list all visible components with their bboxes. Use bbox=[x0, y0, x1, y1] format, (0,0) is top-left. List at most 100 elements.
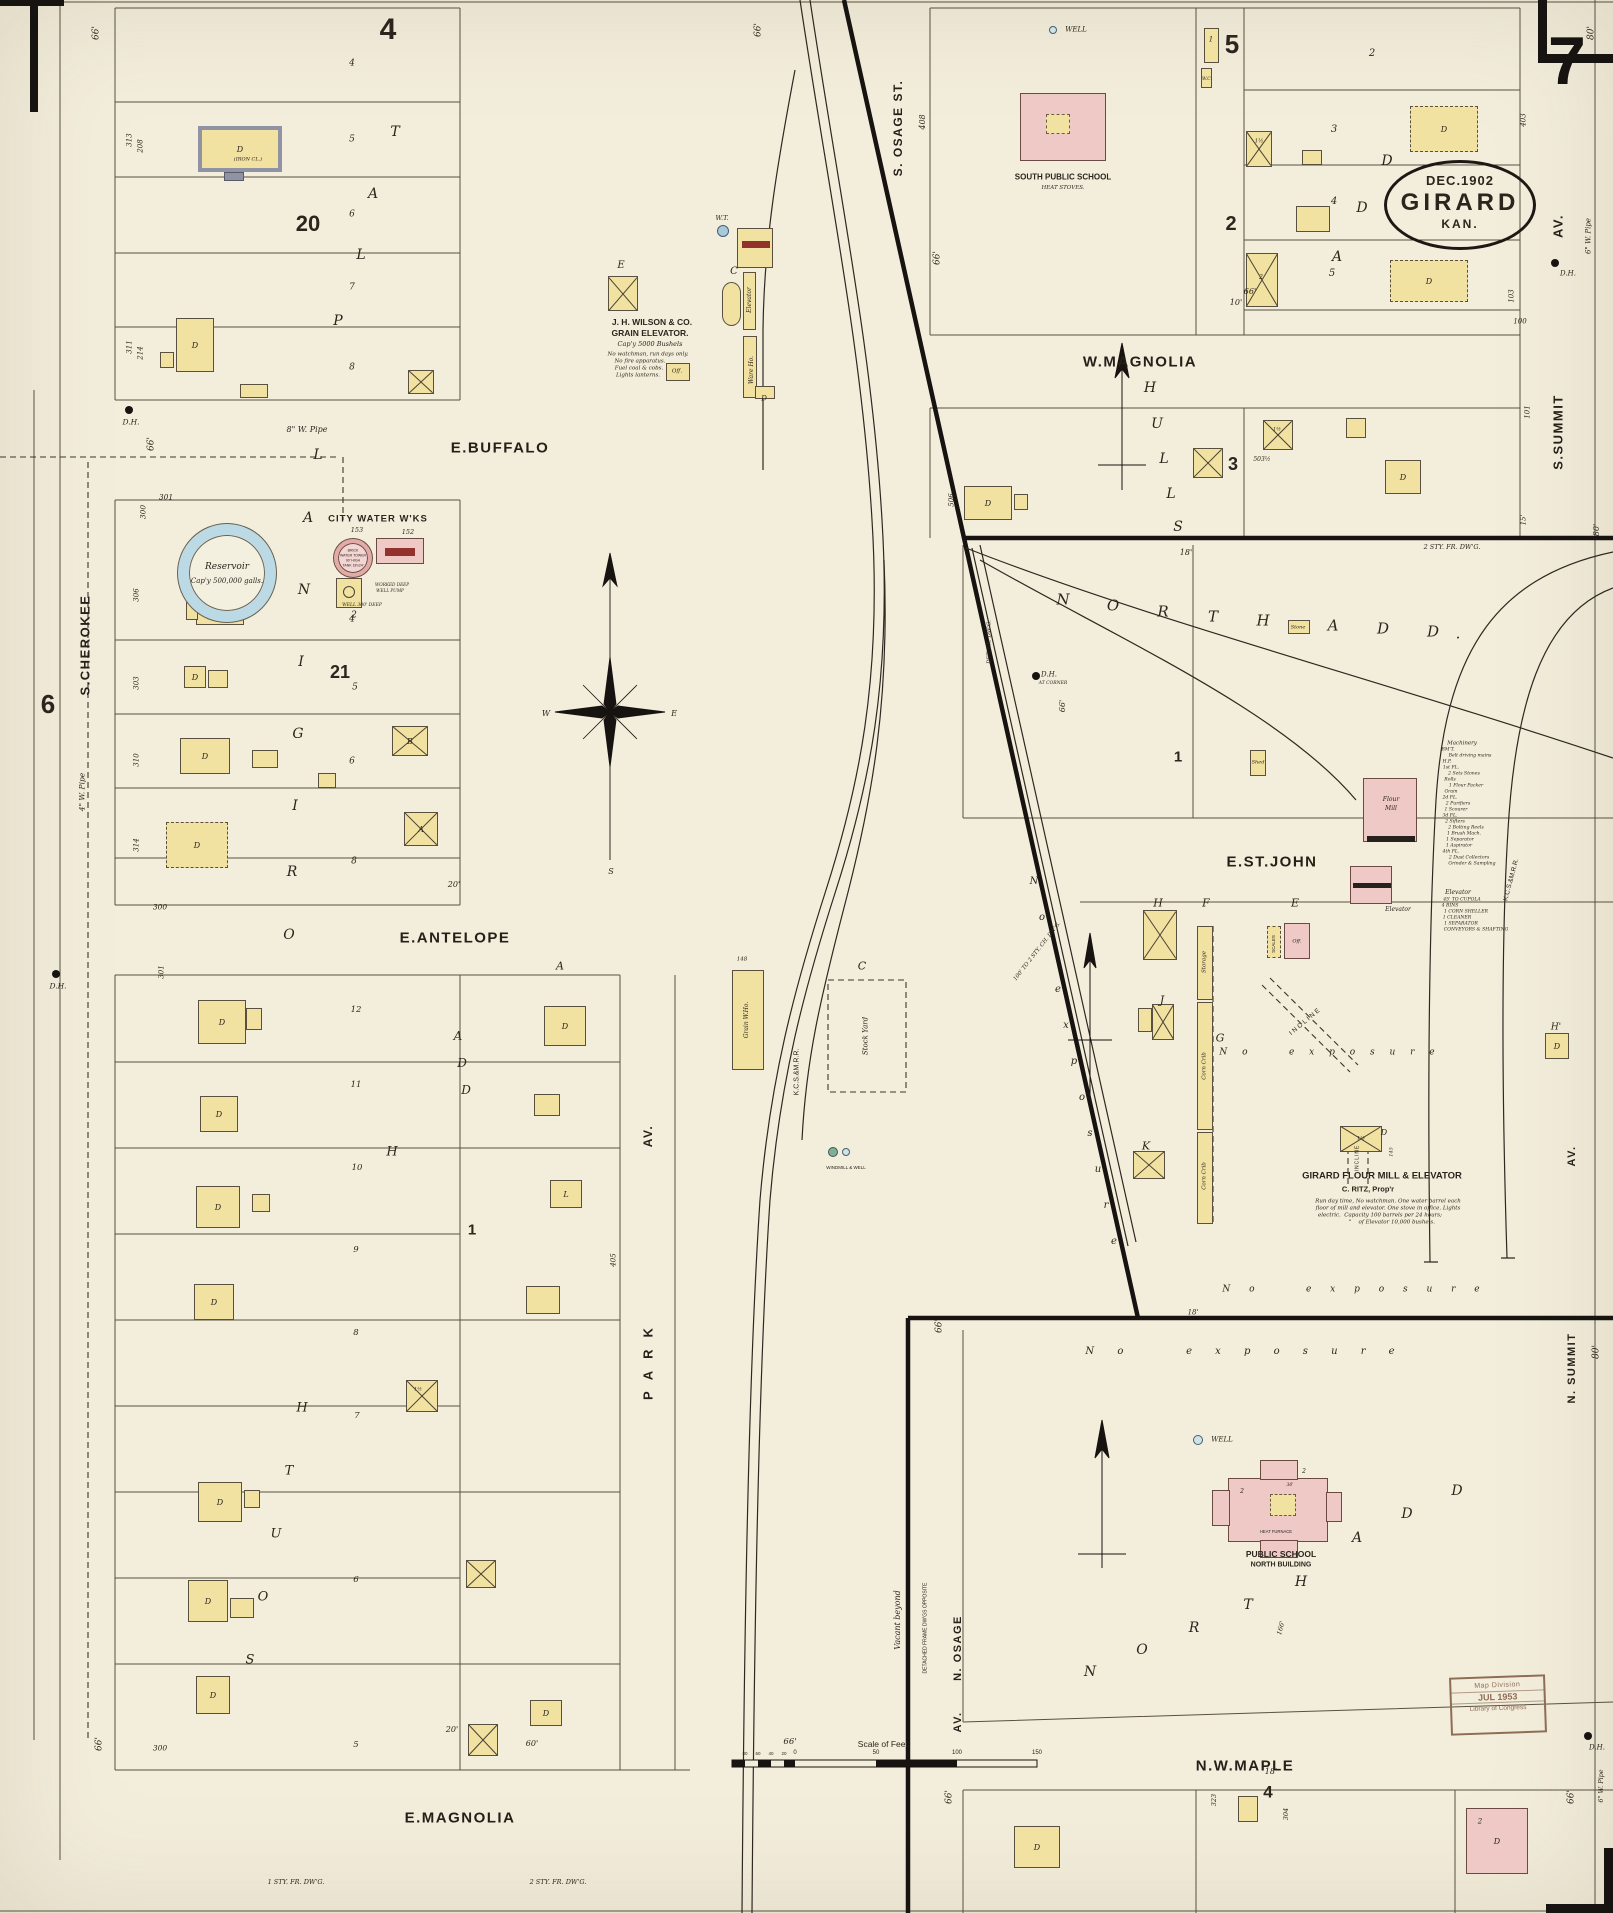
map-annotation: (IRON CL.) bbox=[233, 156, 263, 163]
building bbox=[246, 1008, 262, 1030]
map-annotation: O bbox=[1136, 1642, 1148, 1658]
map-annotation: 148 bbox=[736, 956, 748, 963]
map-annotation: 5 bbox=[353, 1739, 359, 1750]
well-circle bbox=[1049, 26, 1057, 34]
map-annotation: 0 bbox=[793, 1750, 797, 1756]
map-state: KAN. bbox=[1441, 217, 1479, 231]
map-annotation: A bbox=[1331, 249, 1343, 265]
street-s-cherokee: S.CHEROKEE bbox=[77, 594, 93, 696]
map-annotation: J. H. WILSON & CO. bbox=[611, 316, 693, 327]
street-n-summit: N. SUMMIT bbox=[1566, 1332, 1578, 1404]
building bbox=[732, 970, 764, 1070]
map-annotation: 20 bbox=[781, 1750, 787, 1756]
map-annotation: P bbox=[333, 313, 343, 329]
map-annotation: D bbox=[1356, 200, 1368, 216]
building: A bbox=[404, 812, 438, 846]
map-annotation: 8" W. Pipe bbox=[286, 425, 328, 434]
scale-bar bbox=[731, 1759, 1038, 1768]
corner-bar bbox=[30, 0, 38, 112]
well-circle bbox=[343, 586, 355, 598]
map-annotation: o bbox=[1078, 1092, 1086, 1103]
map-annotation: D.H. bbox=[1589, 1743, 1605, 1752]
building bbox=[1197, 1132, 1213, 1224]
map-annotation: Flour bbox=[1382, 796, 1400, 803]
map-annotation: H bbox=[1143, 380, 1157, 396]
map-annotation: T bbox=[284, 1463, 294, 1479]
map-annotation: 5 bbox=[352, 682, 358, 693]
map-annotation: S bbox=[608, 867, 614, 876]
map-annotation: L bbox=[356, 247, 366, 263]
building bbox=[224, 172, 244, 181]
north-school-note: NORTH BUILDING bbox=[1250, 1561, 1312, 1569]
map-annotation: 300 bbox=[152, 1743, 168, 1753]
map-annotation: 40 bbox=[768, 1750, 774, 1756]
map-annotation: Elevator bbox=[1385, 906, 1411, 913]
street-n-summit-av: AV. bbox=[1566, 1145, 1578, 1167]
building bbox=[1350, 866, 1392, 904]
map-annotation: GIRARD FLOUR MILL & ELEVATOR bbox=[1302, 1170, 1462, 1182]
building bbox=[1193, 448, 1223, 478]
map-annotation: A bbox=[1327, 616, 1339, 635]
map-annotation: WELL PUMP bbox=[376, 587, 404, 593]
map-annotation: 100 bbox=[951, 1750, 963, 1756]
building: D bbox=[196, 1676, 230, 1714]
building bbox=[1260, 1460, 1298, 1480]
map-annotation: 9 bbox=[353, 1244, 359, 1255]
building bbox=[1284, 923, 1310, 959]
map-annotation: 1½ bbox=[1272, 426, 1282, 433]
map-annotation: 5 bbox=[349, 134, 355, 145]
building bbox=[244, 1490, 260, 1508]
map-annotation: 1st FL. bbox=[1442, 765, 1460, 771]
building bbox=[1363, 778, 1417, 842]
map-annotation: N o e x p o s u r e bbox=[1219, 1047, 1441, 1058]
building bbox=[1014, 494, 1028, 510]
map-annotation: N o e x p o s u r e bbox=[1085, 1346, 1405, 1357]
street-n-osage: N. OSAGE bbox=[952, 1615, 964, 1681]
building bbox=[1288, 620, 1310, 634]
map-annotation: HEAT FURNACE bbox=[1259, 1528, 1293, 1534]
building bbox=[1270, 1494, 1296, 1516]
building bbox=[755, 386, 775, 399]
map-annotation: Grain bbox=[1444, 789, 1458, 795]
map-annotation: I bbox=[292, 798, 298, 814]
map-annotation: T bbox=[1207, 607, 1219, 626]
map-annotation: 20 bbox=[295, 211, 321, 236]
map-annotation: 6 bbox=[40, 689, 56, 719]
map-annotation: 5 bbox=[1224, 29, 1240, 59]
map-annotation: 45' TO CUPOLA bbox=[1443, 897, 1481, 903]
map-annotation: I bbox=[298, 654, 304, 670]
building bbox=[466, 1560, 496, 1588]
building: D bbox=[1466, 1808, 1528, 1874]
building bbox=[230, 1598, 254, 1618]
map-annotation: 100 bbox=[1513, 317, 1527, 326]
map-annotation: 18' bbox=[1187, 1308, 1199, 1317]
map-annotation: 10 bbox=[351, 1162, 363, 1173]
building bbox=[1133, 1151, 1165, 1179]
map-annotation: G bbox=[1215, 1031, 1225, 1045]
map-annotation: Elevator bbox=[1445, 889, 1471, 896]
map-annotation: 1 bbox=[467, 1221, 477, 1239]
map-annotation: D bbox=[461, 1083, 471, 1097]
sheet-number: 7 bbox=[1548, 23, 1586, 99]
map-annotation: D bbox=[1401, 1506, 1413, 1522]
map-annotation: 7 bbox=[349, 282, 355, 293]
map-annotation: 2 bbox=[1302, 1468, 1306, 1475]
map-annotation: 60' bbox=[525, 1739, 539, 1748]
map-annotation: O bbox=[283, 927, 295, 943]
map-annotation: 1 Brush Mach. bbox=[1446, 831, 1482, 837]
map-annotation: . bbox=[1455, 624, 1461, 643]
map-annotation: CONVEYORS & SHAFTING bbox=[1443, 927, 1509, 933]
map-annotation: U bbox=[1151, 416, 1163, 432]
map-annotation: D bbox=[1380, 1128, 1388, 1137]
map-annotation: K bbox=[1141, 1139, 1151, 1153]
map-annotation: 60 bbox=[755, 1750, 761, 1756]
street-s-osage: S. OSAGE ST. bbox=[891, 79, 905, 177]
building: D bbox=[1545, 1033, 1569, 1059]
building bbox=[1204, 28, 1219, 63]
title-oval: DEC.1902 GIRARD KAN. bbox=[1384, 160, 1536, 250]
map-annotation: AT CORNER bbox=[1038, 680, 1068, 686]
map-annotation: H bbox=[1153, 896, 1163, 910]
map-annotation: S bbox=[245, 1652, 255, 1668]
building bbox=[1143, 910, 1177, 960]
